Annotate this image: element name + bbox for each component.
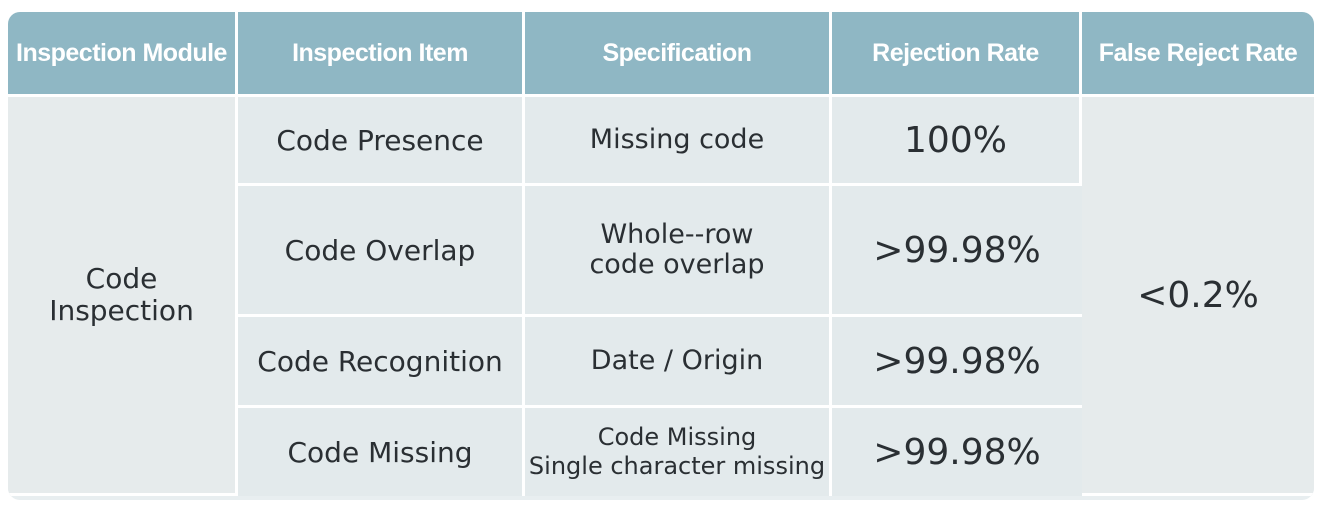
table-row: Code Missing Code Missing Single charact…	[8, 408, 1314, 496]
item-cell: Code Missing	[238, 408, 525, 496]
spec-cell: Missing code	[525, 97, 832, 186]
header-inspection-item: Inspection Item	[238, 12, 525, 97]
module-label-line1: Code	[85, 262, 158, 295]
spec-cell: Code Missing Single character missing	[525, 408, 832, 496]
item-cell: Code Overlap	[238, 186, 525, 317]
rejection-rate-cell: >99.98%	[832, 186, 1082, 317]
header-rejection-rate: Rejection Rate	[832, 12, 1082, 97]
spec-line: Code Missing	[597, 423, 757, 451]
false-reject-rate-cell: <0.2%	[1082, 97, 1314, 496]
spec-cell: Whole--row code overlap	[525, 186, 832, 317]
spec-cell: Date / Origin	[525, 317, 832, 408]
table-row: Code Inspection Code Presence Missing co…	[8, 97, 1314, 496]
table-header-row: Inspection Module Inspection Item Specif…	[8, 12, 1314, 97]
item-cell: Code Presence	[238, 97, 525, 186]
header-specification: Specification	[525, 12, 832, 97]
spec-line: Whole--row	[600, 219, 754, 250]
header-false-reject-rate: False Reject Rate	[1082, 12, 1314, 97]
item-cell: Code Recognition	[238, 317, 525, 408]
spec-line: code overlap	[589, 249, 765, 280]
table-row: Code Overlap Whole--row code overlap >99…	[8, 186, 1314, 317]
spec-line: Missing code	[589, 124, 765, 155]
module-label-line2: Inspection	[49, 294, 194, 327]
table-row: Code Recognition Date / Origin >99.98%	[8, 317, 1314, 408]
inspection-table-card: Inspection Module Inspection Item Specif…	[8, 12, 1314, 500]
rejection-rate-cell: 100%	[832, 97, 1082, 186]
module-cell: Code Inspection	[8, 97, 238, 496]
rejection-rate-cell: >99.98%	[832, 408, 1082, 496]
rejection-rate-cell: >99.98%	[832, 317, 1082, 408]
spec-line: Date / Origin	[590, 345, 764, 376]
inspection-table: Inspection Module Inspection Item Specif…	[8, 12, 1314, 496]
spec-line: Single character missing	[528, 452, 826, 480]
header-inspection-module: Inspection Module	[8, 12, 238, 97]
